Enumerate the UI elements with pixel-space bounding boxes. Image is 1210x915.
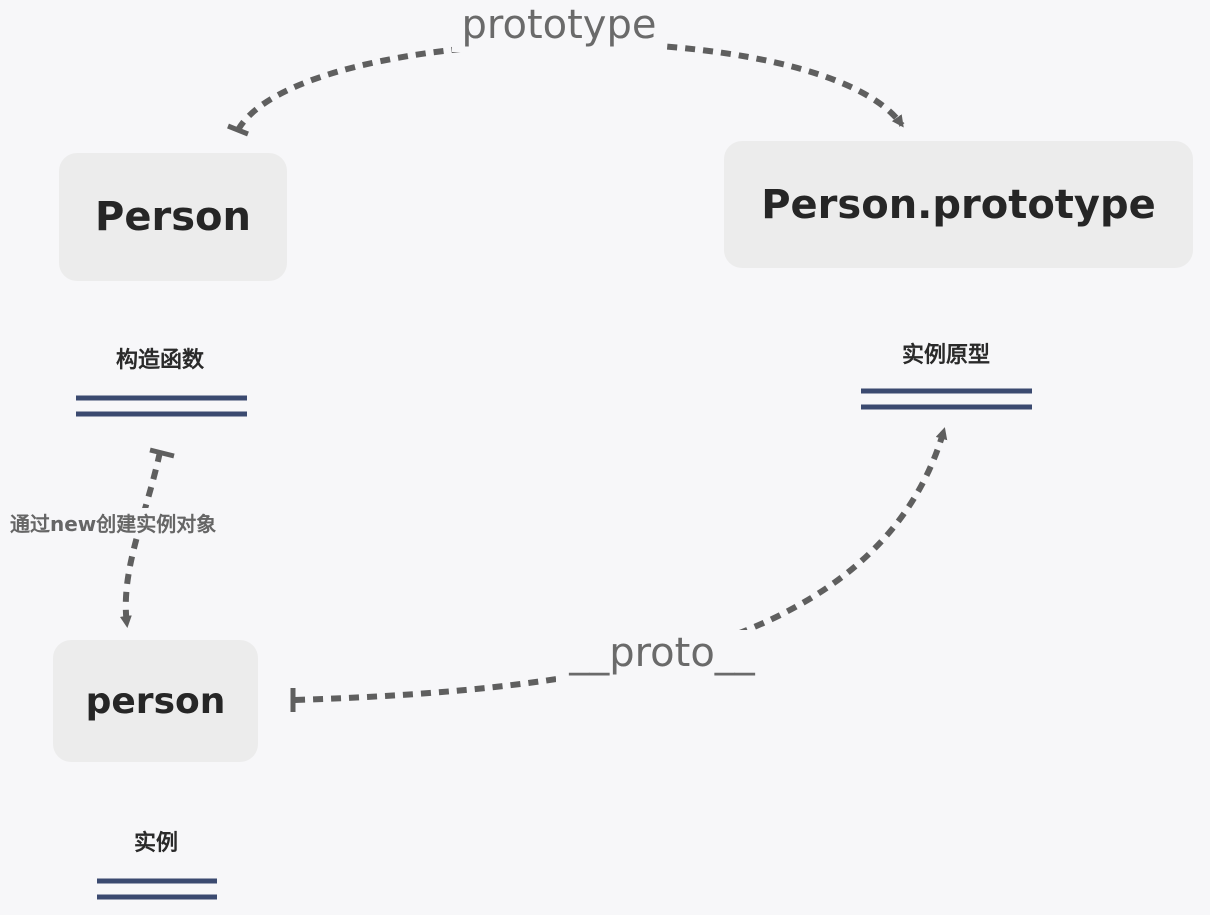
instance-node[interactable]: person bbox=[53, 640, 258, 762]
new-edge-label: 通过new创建实例对象 bbox=[10, 508, 272, 537]
new-instance-arrow bbox=[119, 451, 163, 628]
prototype-arrow bbox=[235, 40, 905, 132]
constructor-node[interactable]: Person bbox=[59, 153, 287, 281]
prototype-node[interactable]: Person.prototype bbox=[724, 141, 1193, 268]
prototype-caption: 实例原型 bbox=[901, 343, 990, 368]
constructor-caption: 构造函数 bbox=[115, 348, 204, 373]
prototype-edge-label: prototype bbox=[452, 2, 666, 52]
proto-edge-label: __proto__ bbox=[556, 630, 768, 682]
prototype-underline bbox=[861, 388, 1032, 410]
instance-caption: 实例 bbox=[133, 831, 178, 856]
prototype-arrow-tail bbox=[227, 123, 249, 137]
constructor-underline bbox=[76, 395, 247, 417]
new-instance-arrow-tail bbox=[149, 447, 175, 459]
instance-underline bbox=[97, 878, 217, 900]
